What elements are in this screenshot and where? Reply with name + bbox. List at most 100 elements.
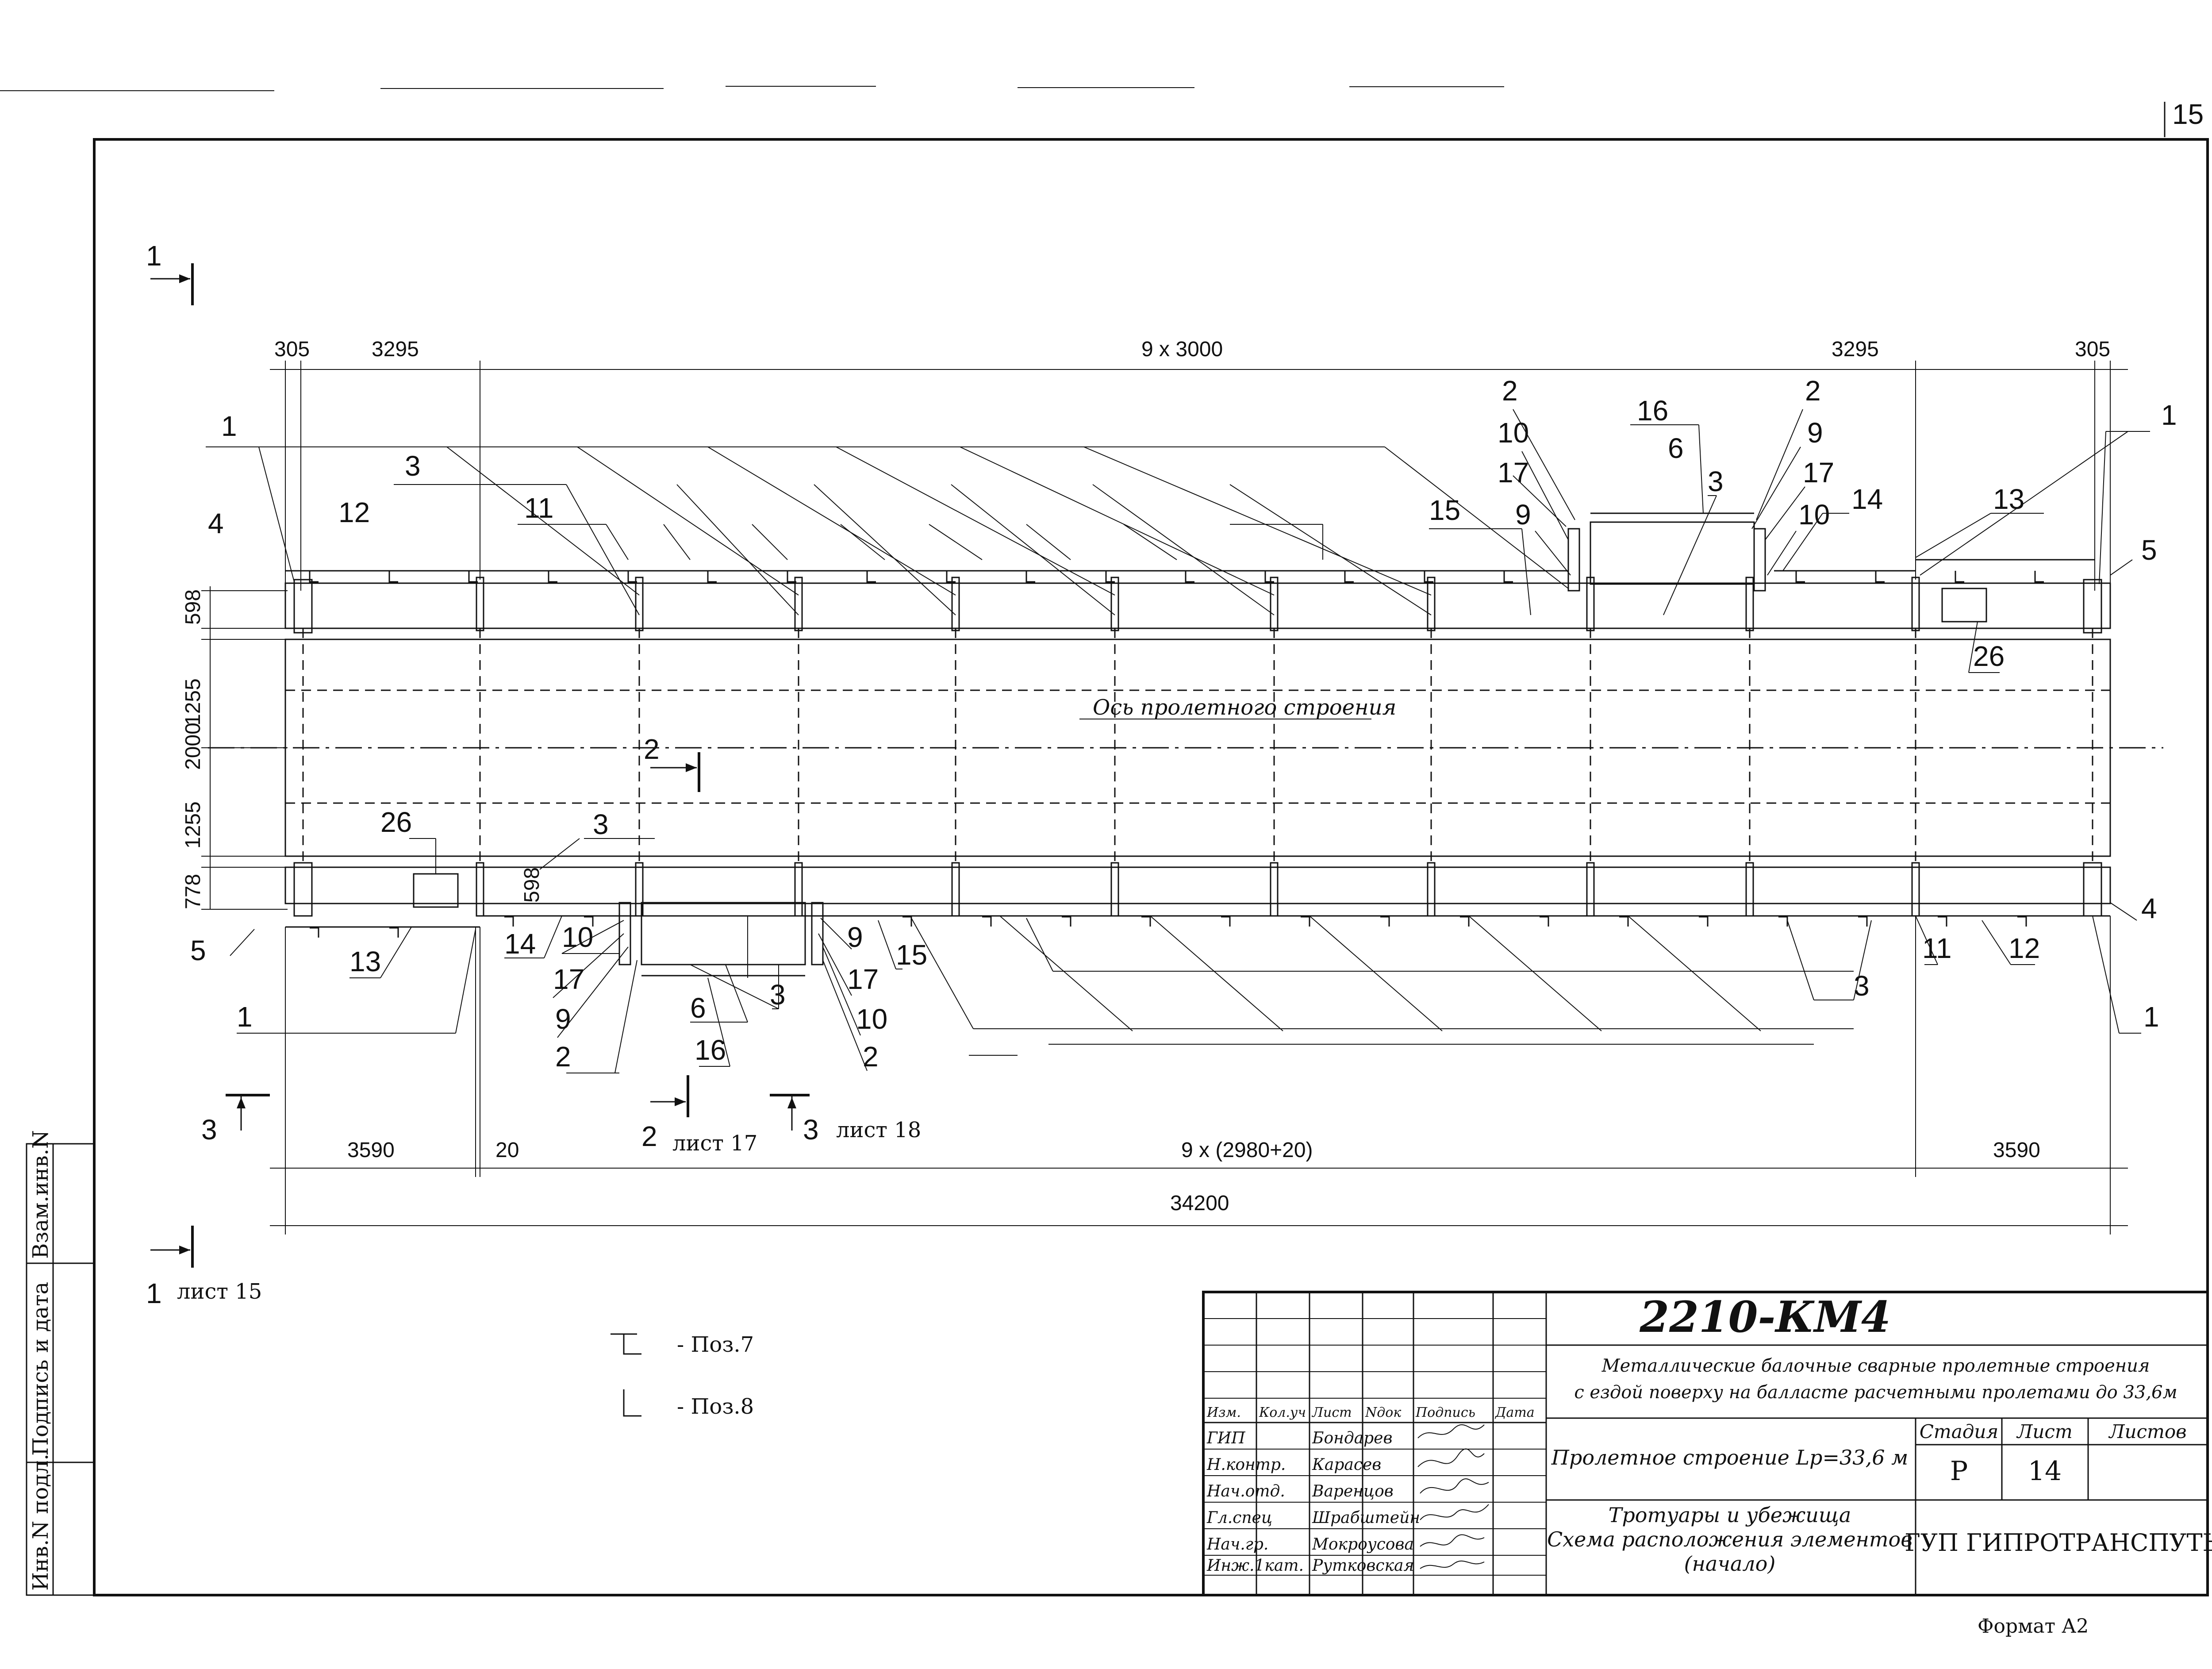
name-0: Бондарев bbox=[1312, 1429, 1392, 1447]
leader-line bbox=[951, 484, 1115, 615]
pos-top-17b: 17 bbox=[1803, 457, 1834, 488]
side-stamp: Инв.N подл. Подпись и дата Взам.инв.N bbox=[26, 1130, 95, 1596]
stiffener-bottom bbox=[1586, 862, 1595, 917]
leader-line bbox=[663, 524, 691, 560]
leader-line bbox=[1026, 524, 1071, 560]
angle-mark-bottom bbox=[1141, 916, 1151, 927]
leader-line bbox=[1663, 495, 1717, 615]
stiffener-bottom bbox=[951, 862, 960, 917]
role-1: Н.контр. bbox=[1206, 1456, 1286, 1474]
cross-lines bbox=[302, 577, 2093, 917]
angle-mark-bottom bbox=[310, 927, 319, 938]
section-1-bottom: 1 bbox=[146, 1277, 162, 1309]
dim-bot-9x: 9 x (2980+20) bbox=[1181, 1138, 1313, 1162]
angle-mark-top bbox=[1424, 571, 1433, 583]
stamp-inv-podl: Инв.N подл. bbox=[28, 1454, 53, 1591]
leader-line bbox=[1123, 524, 1177, 560]
dim-left-2000: 2000 bbox=[181, 723, 205, 770]
bottom-dimensions: 3590 20 9 x (2980+20) 3590 34200 bbox=[270, 916, 2128, 1234]
description-line2: с ездой поверху на балласте расчетными п… bbox=[1574, 1382, 2177, 1403]
leader-line bbox=[2110, 559, 2133, 576]
stamp-vzam-inv: Взам.инв.N bbox=[28, 1130, 53, 1259]
pos-bot-9a: 9 bbox=[555, 1003, 571, 1035]
angle-mark-top bbox=[1875, 571, 1885, 583]
pos-bot-1a: 1 bbox=[237, 1001, 253, 1033]
leader-line bbox=[929, 524, 983, 560]
angle-mark-bottom bbox=[504, 916, 514, 927]
leader-line bbox=[1767, 531, 1797, 576]
sheet-title-line3: (начало) bbox=[1684, 1552, 1776, 1576]
sheet-title-line1: Тротуары и убежища bbox=[1609, 1503, 1851, 1527]
leader-line bbox=[1787, 920, 1814, 1000]
stiffener-bottom bbox=[1427, 862, 1436, 917]
pos-top-2b: 2 bbox=[1805, 375, 1821, 407]
angle-mark-bottom bbox=[1062, 916, 1071, 927]
leader-line bbox=[455, 929, 476, 1034]
top-item-26 bbox=[1941, 588, 1987, 623]
name-3: Шрабштейн bbox=[1312, 1509, 1420, 1527]
pos-top-17a: 17 bbox=[1498, 457, 1529, 488]
pos-bot-13: 13 bbox=[349, 946, 381, 977]
leader-line bbox=[614, 960, 637, 1073]
angle-mark-top bbox=[2034, 571, 2044, 583]
sheets-label: Листов bbox=[2108, 1421, 2186, 1442]
leader-line bbox=[911, 918, 974, 1029]
pos-bot-17a: 17 bbox=[553, 963, 584, 995]
sheet-edge-line bbox=[0, 86, 1504, 91]
angle-mark-top bbox=[309, 571, 319, 583]
leader-line bbox=[814, 484, 956, 615]
pos-top-1b: 1 bbox=[2161, 399, 2177, 431]
dim-top-305-right: 305 bbox=[2075, 338, 2110, 361]
pos-bot-10b: 10 bbox=[856, 1003, 887, 1035]
hdr-list: Лист bbox=[1311, 1405, 1352, 1420]
leader-line bbox=[960, 446, 1275, 596]
angle-mark-bottom bbox=[1619, 916, 1629, 927]
angle-mark-bottom bbox=[1540, 916, 1549, 927]
top-dimensions: 305 3295 9 x 3000 3295 305 bbox=[270, 338, 2128, 591]
angle-mark-bottom bbox=[389, 927, 399, 938]
stage-label: Стадия bbox=[1920, 1421, 1998, 1442]
bottom-girder bbox=[284, 866, 2111, 904]
section-2-bottom: 2 bbox=[641, 1120, 657, 1152]
stage-value: Р bbox=[1950, 1456, 1968, 1487]
name-5: Рутковская bbox=[1312, 1557, 1414, 1575]
leader-line bbox=[676, 484, 799, 615]
pos-bot-11: 11 bbox=[1922, 932, 1951, 964]
leader-line bbox=[1083, 446, 1432, 596]
dim-top-305-left: 305 bbox=[274, 338, 310, 361]
leader-line bbox=[561, 920, 624, 954]
angle-mark-top bbox=[1025, 571, 1035, 583]
role-0: ГИП bbox=[1206, 1429, 1245, 1447]
angle-mark-top bbox=[1185, 571, 1194, 583]
leader-line bbox=[1782, 513, 1823, 571]
dim-left-1255-bottom: 1255 bbox=[181, 801, 205, 849]
drawing-frame bbox=[93, 138, 2209, 1596]
hdr-ndok: Nдок bbox=[1365, 1405, 1401, 1420]
section-3-ref: лист 18 bbox=[836, 1118, 921, 1142]
angle-mark-top bbox=[1344, 571, 1354, 583]
sheet-label: Лист bbox=[2016, 1421, 2072, 1442]
stiffener-top bbox=[1427, 577, 1436, 631]
pos-top-9a: 9 bbox=[1515, 499, 1531, 531]
leader-line bbox=[606, 524, 629, 560]
leader-line bbox=[557, 946, 629, 1038]
stiffener-top bbox=[1745, 577, 1754, 631]
pos-bot-3c: 3 bbox=[1854, 970, 1870, 1002]
angle-mark-top bbox=[1795, 571, 1805, 583]
angle-mark-top bbox=[627, 571, 637, 583]
leader-line bbox=[544, 915, 562, 958]
pos-bot-16: 16 bbox=[695, 1034, 726, 1066]
leader-line bbox=[1468, 915, 1602, 1031]
sheet-value: 14 bbox=[2028, 1456, 2062, 1487]
stiffener-bottom bbox=[1745, 862, 1754, 917]
legend-text-7: - Поз.7 bbox=[677, 1332, 754, 1357]
leader-line bbox=[2099, 431, 2106, 585]
stiffener-top bbox=[951, 577, 960, 631]
leader-line bbox=[230, 929, 255, 956]
angle-mark-top bbox=[468, 571, 478, 583]
pos-top-9b: 9 bbox=[1807, 417, 1823, 449]
angle-mark-top bbox=[1503, 571, 1513, 583]
leader-line bbox=[818, 933, 852, 996]
dim-bot-20: 20 bbox=[495, 1138, 519, 1162]
